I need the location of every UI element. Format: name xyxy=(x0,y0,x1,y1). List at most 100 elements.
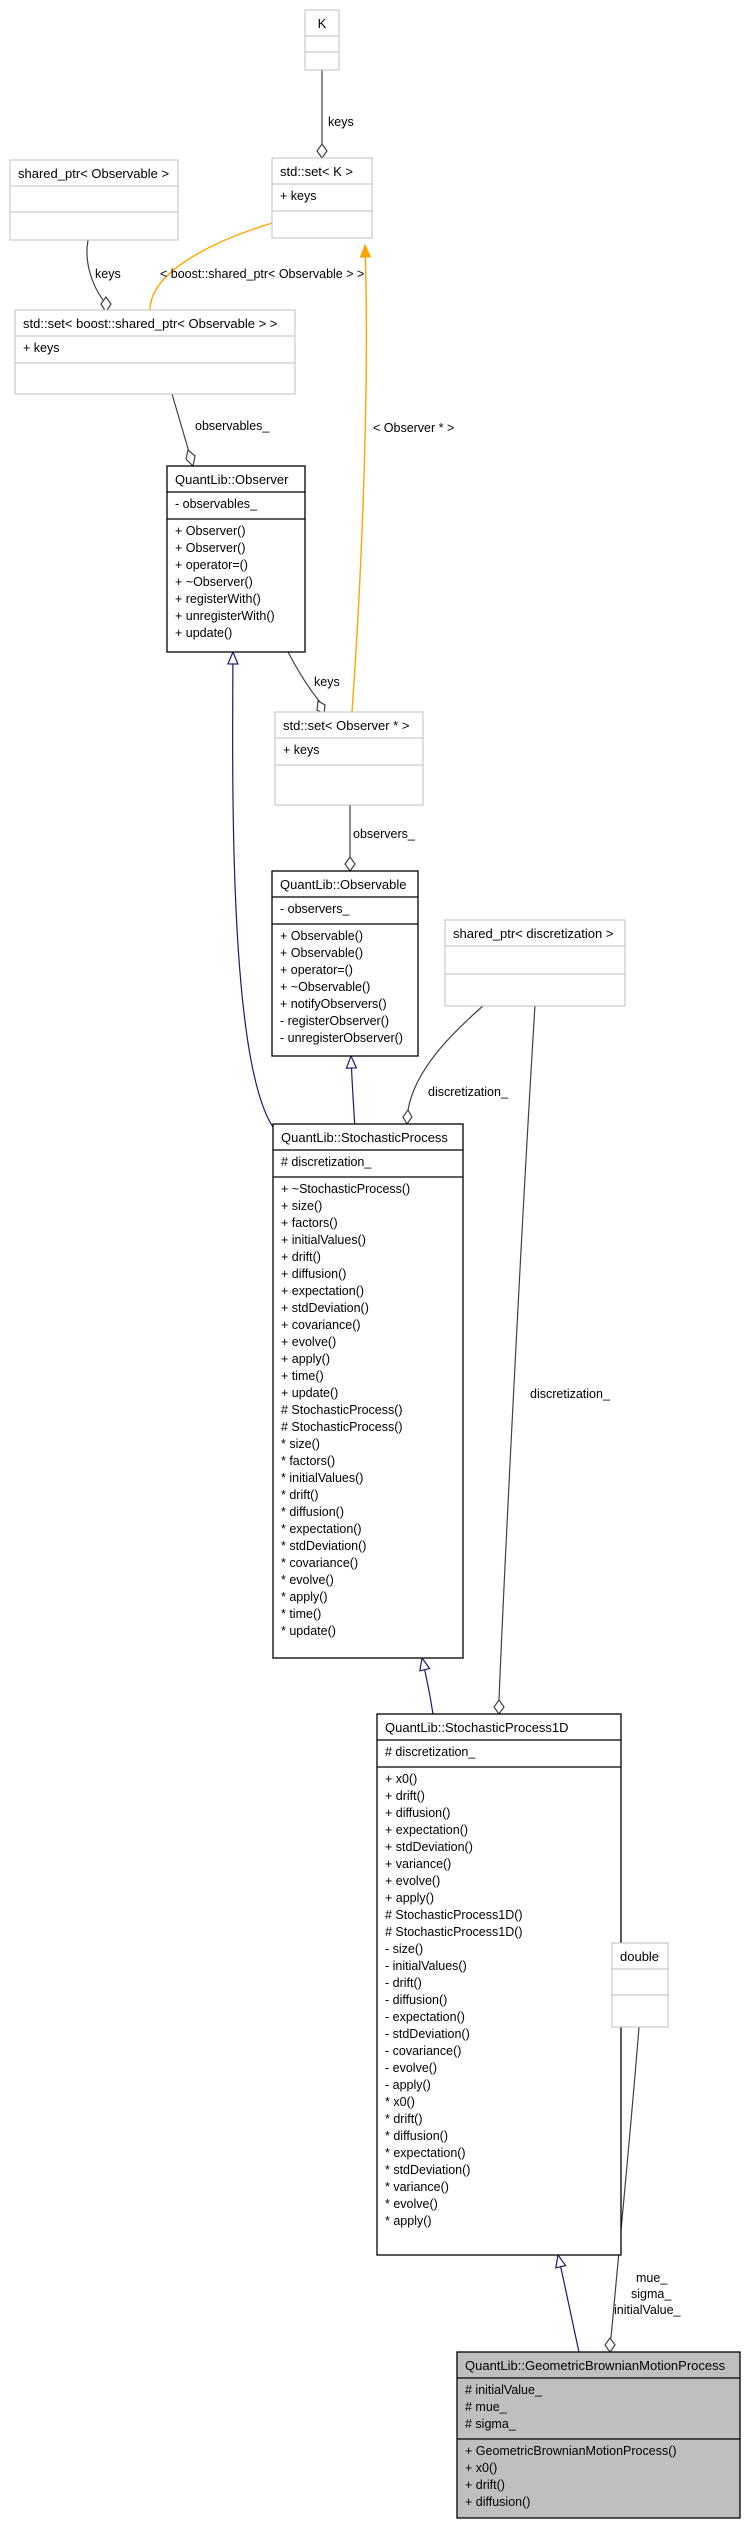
class-method: + size() xyxy=(281,1199,322,1213)
class-method: - size() xyxy=(385,1942,423,1956)
class-box-shared-ptr-observable[interactable]: shared_ptr< Observable > xyxy=(9,159,179,241)
class-attribute: - observers_ xyxy=(280,902,351,916)
class-box-std-set-shared-ptr[interactable]: std::set< boost::shared_ptr< Observable … xyxy=(14,309,296,395)
edge-labels: keys keys < boost::shared_ptr< Observabl… xyxy=(95,115,682,2317)
edge-template-observer xyxy=(351,245,366,713)
class-method: + operator=() xyxy=(175,558,248,572)
class-attribute: - observables_ xyxy=(175,497,258,511)
class-title: std::set< Observer * > xyxy=(283,718,409,733)
class-method: - initialValues() xyxy=(385,1959,467,1973)
class-method: + ~Observer() xyxy=(175,575,253,589)
class-title: std::set< K > xyxy=(280,164,353,179)
class-method: + time() xyxy=(281,1369,324,1383)
label-gbm-member: mue_ xyxy=(636,2271,668,2285)
class-method: - registerObserver() xyxy=(280,1014,389,1028)
class-method: + drift() xyxy=(465,2478,505,2492)
class-box-std-set-observer[interactable]: std::set< Observer * >+ keys xyxy=(274,711,424,806)
class-method: * stdDeviation() xyxy=(281,1539,366,1553)
class-attribute: # mue_ xyxy=(465,2400,508,2414)
class-method: # StochasticProcess() xyxy=(281,1403,403,1417)
class-title: shared_ptr< Observable > xyxy=(18,166,169,181)
class-attribute: # discretization_ xyxy=(281,1155,372,1169)
class-method: * apply() xyxy=(281,1590,328,1604)
class-box-gbm[interactable]: QuantLib::GeometricBrownianMotionProcess… xyxy=(456,2351,741,2519)
class-box-k[interactable]: K xyxy=(304,9,340,71)
edge-double xyxy=(610,2026,640,2339)
diamond-observable xyxy=(344,855,356,873)
class-method: * evolve() xyxy=(281,1573,334,1587)
diamond-std-set-shared xyxy=(100,295,112,314)
class-method: * drift() xyxy=(385,2112,423,2126)
class-attribute: + keys xyxy=(23,341,59,355)
class-attribute: # initialValue_ xyxy=(465,2383,543,2397)
edge-keys-shared xyxy=(86,239,104,301)
class-title: QuantLib::Observer xyxy=(175,472,289,487)
class-method: * time() xyxy=(281,1607,321,1621)
class-box-observer[interactable]: QuantLib::Observer- observables_+ Observ… xyxy=(166,465,306,653)
class-method: + ~StochasticProcess() xyxy=(281,1182,410,1196)
class-method: + Observer() xyxy=(175,541,246,555)
class-method: * apply() xyxy=(385,2214,432,2228)
class-method: + update() xyxy=(175,626,232,640)
label-observers: observers_ xyxy=(353,827,416,841)
class-method: + operator=() xyxy=(280,963,353,977)
class-method: * evolve() xyxy=(385,2197,438,2211)
class-box-double[interactable]: double xyxy=(611,1942,669,2028)
label-keys-shared: keys xyxy=(95,267,121,281)
class-method: + diffusion() xyxy=(281,1267,346,1281)
label-gbm-member: initialValue_ xyxy=(614,2303,682,2317)
class-title: QuantLib::StochasticProcess xyxy=(281,1130,448,1145)
class-method: + x0() xyxy=(465,2461,497,2475)
class-box-shared-ptr-discretization[interactable]: shared_ptr< discretization > xyxy=(444,919,626,1007)
class-method: + diffusion() xyxy=(385,1806,450,1820)
class-method: - drift() xyxy=(385,1976,422,1990)
edge-inherit-sp1d xyxy=(558,2255,580,2353)
label-boost-shared: < boost::shared_ptr< Observable > > xyxy=(160,267,364,281)
class-method: * factors() xyxy=(281,1454,335,1468)
class-method: + apply() xyxy=(385,1891,434,1905)
class-method: - covariance() xyxy=(385,2044,461,2058)
class-box-stochastic-process-1d[interactable]: QuantLib::StochasticProcess1D# discretiz… xyxy=(376,1713,622,2256)
class-method: + notifyObservers() xyxy=(280,997,387,1011)
edge-discretization-1d xyxy=(498,1004,536,1701)
class-method: + x0() xyxy=(385,1772,417,1786)
class-method: + evolve() xyxy=(385,1874,440,1888)
class-attribute: # sigma_ xyxy=(465,2417,517,2431)
edges xyxy=(86,70,640,2354)
class-method: # StochasticProcess1D() xyxy=(385,1908,523,1922)
class-method: + Observable() xyxy=(280,946,363,960)
diamond-stochastic-process xyxy=(402,1108,413,1126)
diamond-std-set-k xyxy=(316,142,328,160)
edge-observables xyxy=(171,393,190,453)
class-box-observable[interactable]: QuantLib::Observable- observers_+ Observ… xyxy=(271,870,419,1057)
class-method: + registerWith() xyxy=(175,592,261,606)
class-method: * size() xyxy=(281,1437,320,1451)
diamond-std-set-observer xyxy=(316,700,326,715)
class-method: + drift() xyxy=(385,1789,425,1803)
class-method: * stdDeviation() xyxy=(385,2163,470,2177)
class-method: - stdDeviation() xyxy=(385,2027,470,2041)
label-observables: observables_ xyxy=(195,419,270,433)
edge-keys-observer xyxy=(286,649,321,703)
class-method: + variance() xyxy=(385,1857,451,1871)
class-box-stochastic-process[interactable]: QuantLib::StochasticProcess# discretizat… xyxy=(272,1123,464,1659)
class-attribute: + keys xyxy=(280,189,316,203)
edge-inherit-sp xyxy=(422,1658,434,1715)
class-method: - diffusion() xyxy=(385,1993,447,2007)
class-box-std-set-k[interactable]: std::set< K >+ keys xyxy=(271,157,373,239)
diamond-gbm xyxy=(604,2336,616,2354)
class-method: * initialValues() xyxy=(281,1471,363,1485)
class-method: * expectation() xyxy=(281,1522,362,1536)
class-title: std::set< boost::shared_ptr< Observable … xyxy=(23,316,277,331)
label-discretization-sp: discretization_ xyxy=(428,1085,509,1099)
class-method: + Observer() xyxy=(175,524,246,538)
class-method: + expectation() xyxy=(281,1284,364,1298)
class-method: + evolve() xyxy=(281,1335,336,1349)
class-method: + ~Observable() xyxy=(280,980,370,994)
class-title: double xyxy=(620,1949,659,1964)
label-keys-observer: keys xyxy=(314,675,340,689)
edge-discretization-sp xyxy=(407,1004,485,1111)
class-method: + initialValues() xyxy=(281,1233,366,1247)
edge-inherit-observer xyxy=(233,652,276,1131)
